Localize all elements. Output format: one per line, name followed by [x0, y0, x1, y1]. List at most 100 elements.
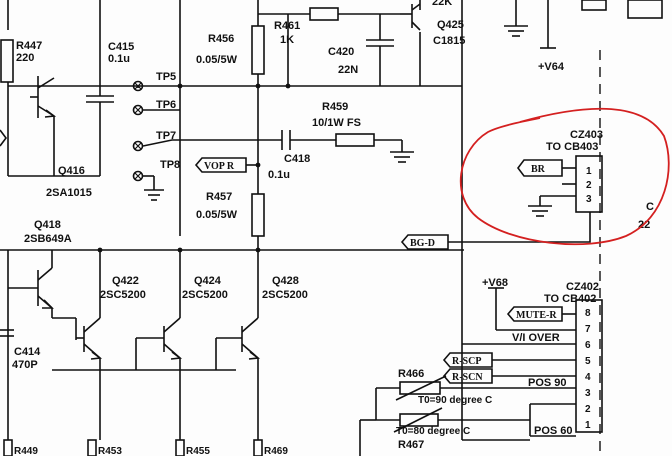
r455-ref: R455 — [186, 446, 210, 456]
cz402-pin3: 3 — [585, 388, 591, 399]
r466-note: T0=90 degree C — [418, 395, 492, 406]
red-circle-annotation — [459, 107, 670, 246]
cz402-ref: CZ402 — [566, 281, 599, 293]
q416-ref: Q416 — [58, 165, 85, 177]
capacitor-c418: C418 0.1u — [268, 153, 310, 181]
cz402-pin4: 4 — [585, 372, 591, 383]
q428-value: 2SC5200 — [262, 289, 308, 301]
thermistor-r466: R466 T0=90 degree C — [376, 368, 526, 406]
r459-ref: R459 — [322, 101, 348, 113]
c420-value: 22N — [338, 64, 358, 76]
mute-label: MUTE-R — [516, 310, 557, 321]
resistor-r447: R447 220 — [0, 39, 42, 83]
r453-ref: R453 — [98, 446, 122, 456]
bgd-label: BG-D — [410, 238, 435, 249]
tp6-marker — [132, 104, 144, 116]
cz403-pin3: 3 — [586, 194, 592, 205]
q422-value: 2SC5200 — [100, 289, 146, 301]
transistor-q428: Q428 2SC5200 — [216, 250, 308, 440]
thermistor-r467: T0=80 degree C R467 — [359, 388, 530, 456]
r449-ref: R449 — [14, 446, 38, 456]
cz402-pin1: 1 — [585, 420, 591, 431]
v68-label: +V68 — [482, 277, 508, 289]
cz402-pin2: 2 — [585, 404, 591, 415]
c420-ref: C420 — [328, 46, 354, 58]
ground-symbol-top — [504, 18, 528, 37]
cz402-to: TO CB402 — [544, 293, 596, 305]
vopr-label: VOP R — [204, 161, 235, 172]
output-bus — [0, 83, 464, 253]
net-tag-vopr: VOP R — [194, 157, 258, 173]
rscp-label: R-SCP — [452, 356, 481, 367]
c414-value: 470P — [12, 359, 38, 371]
q418-value: 2SB649A — [24, 233, 72, 245]
r461-ref: R461 — [274, 20, 300, 32]
bottom-resistors: R449 R453 R455 R469 — [3, 439, 288, 456]
capacitor-c414: C414 470P — [0, 329, 41, 371]
q425-ref: Q425 — [437, 19, 464, 31]
c418-ref: C418 — [284, 153, 310, 165]
cz403-pin2: 2 — [586, 180, 592, 191]
test-points: TP5 TP6 TP7 TP8 — [132, 71, 258, 201]
r459-value: 10/1W FS — [312, 117, 361, 129]
cz402-pin8: 8 — [585, 308, 591, 319]
capacitor-c415: C415 0.1u — [86, 40, 134, 176]
q428-ref: Q428 — [272, 275, 299, 287]
q418-ref: Q418 — [34, 219, 61, 231]
cz403-ref: CZ403 — [570, 129, 603, 141]
cz402-pin7: 7 — [585, 324, 591, 335]
r447-ref: R447 — [16, 40, 42, 52]
pos60-label: POS 60 — [534, 425, 573, 437]
r456-ref: R456 — [208, 33, 234, 45]
tp5-marker — [132, 80, 144, 92]
q422-ref: Q422 — [112, 275, 139, 287]
connector-cz403: CZ403 TO CB403 1 2 3 BR C 22 — [448, 129, 654, 243]
tp8-label: TP8 — [160, 159, 180, 171]
c415-ref: C415 — [108, 41, 134, 53]
c22-top: C — [646, 201, 654, 213]
r447-value: 220 — [16, 52, 34, 64]
vi-over-label: V/I OVER — [512, 332, 560, 344]
r461-value: 1K — [280, 34, 294, 46]
c418-value: 0.1u — [268, 169, 290, 181]
resistor-r461: R461 1K — [274, 7, 339, 46]
v64-label: +V64 — [538, 61, 565, 73]
transistor-q418: Q418 2SB649A — [7, 219, 72, 440]
tp6-label: TP6 — [156, 99, 176, 111]
c414-ref: C414 — [14, 346, 41, 358]
connector-cz402: CZ402 TO CB402 8 7 6 5 4 3 2 1 +V68 MUTE… — [442, 277, 603, 437]
r467-note: T0=80 degree C — [396, 426, 470, 437]
q425-value: C1815 — [433, 35, 465, 47]
rscn-label: R-SCN — [452, 372, 483, 383]
top-right-boxes — [581, 0, 663, 19]
r466-ref: R466 — [398, 368, 424, 380]
base-drive-bus — [52, 338, 236, 371]
capacitor-c420: C420 22N — [328, 30, 394, 76]
r22k-value: 22K — [432, 0, 452, 8]
cz403-to: TO CB403 — [546, 141, 598, 153]
transistor-q422: Q422 2SC5200 — [52, 250, 146, 440]
r469-ref: R469 — [264, 446, 288, 456]
tp5-label: TP5 — [156, 71, 176, 83]
r457-ref: R457 — [206, 191, 232, 203]
cz402-pin6: 6 — [585, 340, 591, 351]
pos90-label: POS 90 — [528, 377, 567, 389]
resistor-r456: R456 0.05/5W — [196, 25, 265, 75]
c415-value: 0.1u — [108, 53, 130, 65]
resistor-r457: R457 0.05/5W — [196, 191, 265, 250]
net-tag-bgd: BG-D — [400, 234, 449, 250]
transistor-q424: Q424 2SC5200 — [136, 250, 228, 440]
rail-v64: +V64 — [538, 47, 565, 73]
q416-value: 2SA1015 — [46, 187, 92, 199]
tp8-marker — [132, 170, 144, 182]
r456-value: 0.05/5W — [196, 54, 238, 66]
transistor-q425: Q425 C1815 22K — [400, 0, 465, 47]
q424-value: 2SC5200 — [182, 289, 228, 301]
r467-ref: R467 — [398, 439, 424, 451]
cz403-pin1: 1 — [586, 166, 592, 177]
q424-ref: Q424 — [194, 275, 222, 287]
br-label: BR — [531, 164, 546, 175]
tp7-label: TP7 — [156, 130, 176, 142]
